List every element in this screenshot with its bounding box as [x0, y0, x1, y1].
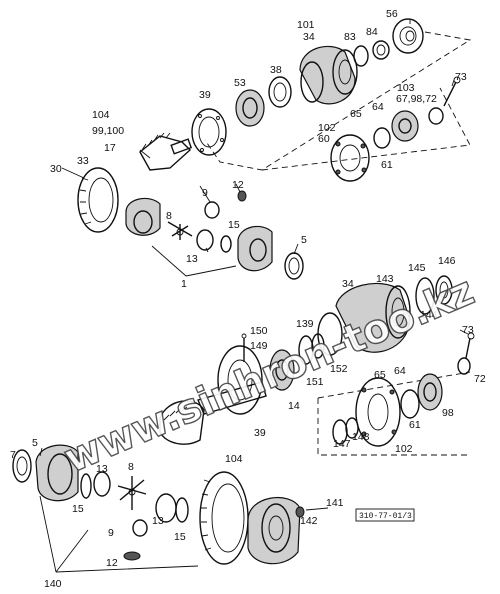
- label-72: 72: [474, 373, 486, 385]
- label-98: 98: [442, 407, 454, 419]
- label-60: 60: [318, 133, 330, 145]
- label-9-bottom: 9: [108, 527, 114, 539]
- label-147: 147: [333, 438, 351, 450]
- label-13-right: 13: [152, 515, 164, 527]
- dashed-boundary-top: [204, 31, 472, 171]
- label-67-98-72: 67,98,72: [396, 93, 437, 105]
- label-7: 7: [10, 449, 16, 461]
- label-56: 56: [386, 8, 398, 20]
- label-15: 15: [228, 219, 240, 231]
- label-143: 143: [376, 273, 394, 285]
- label-34-mid: 34: [342, 278, 354, 290]
- label-34: 34: [303, 31, 315, 43]
- top-gear-assembly: [77, 132, 304, 280]
- label-104: 104: [92, 109, 110, 121]
- label-14: 14: [288, 400, 300, 412]
- drawing-code: 310-77-01/3: [359, 512, 412, 521]
- label-152: 152: [330, 363, 348, 375]
- label-149: 149: [250, 340, 268, 352]
- label-5: 5: [301, 234, 307, 246]
- label-64: 64: [372, 101, 384, 113]
- bottom-differential-assembly: [12, 444, 305, 573]
- label-5-bottom: 5: [32, 437, 38, 449]
- label-144: 144: [420, 309, 438, 321]
- label-61-mid: 61: [409, 419, 421, 431]
- label-84: 84: [366, 26, 378, 38]
- middle-axle-assembly: [159, 275, 475, 447]
- label-8-bottom: 8: [128, 461, 134, 473]
- label-12: 12: [232, 179, 244, 191]
- label-13: 13: [186, 253, 198, 265]
- label-139: 139: [296, 318, 314, 330]
- label-65-mid: 65: [374, 369, 386, 381]
- label-142: 142: [300, 515, 318, 527]
- label-141: 141: [326, 497, 344, 509]
- label-140: 140: [44, 578, 62, 590]
- top-hub-assembly: [191, 18, 461, 182]
- label-39-mid: 39: [254, 427, 266, 439]
- label-146: 146: [438, 255, 456, 267]
- label-99-100: 99,100: [92, 125, 124, 137]
- part-labels: 56 101 34 83 84 53 38 39 73 103 67,98,72…: [10, 8, 486, 590]
- label-102-mid: 102: [395, 443, 413, 455]
- label-103: 103: [397, 82, 415, 94]
- label-65: 65: [350, 108, 362, 120]
- watermark: www.sinhron-too.kz: [58, 268, 481, 482]
- label-145: 145: [408, 262, 426, 274]
- label-151: 151: [306, 376, 324, 388]
- label-104-bottom: 104: [225, 453, 243, 465]
- label-53: 53: [234, 77, 246, 89]
- label-101: 101: [297, 19, 315, 31]
- label-102: 102: [318, 122, 336, 134]
- label-38: 38: [270, 64, 282, 76]
- label-73-mid: 73: [462, 324, 474, 336]
- label-15-right: 15: [174, 531, 186, 543]
- label-39: 39: [199, 89, 211, 101]
- label-83: 83: [344, 31, 356, 43]
- label-8: 8: [166, 210, 172, 222]
- label-64-mid: 64: [394, 365, 406, 377]
- drawing-code-box: 310-77-01/3: [355, 508, 415, 522]
- label-1: 1: [181, 278, 187, 290]
- label-73: 73: [455, 71, 467, 83]
- label-13-bottom: 13: [96, 463, 108, 475]
- label-15-bottom: 15: [72, 503, 84, 515]
- label-12-bottom: 12: [106, 557, 118, 569]
- leader-lines: [39, 20, 469, 511]
- label-150: 150: [250, 325, 268, 337]
- dashed-boundary-middle: [317, 371, 471, 456]
- label-30: 30: [50, 163, 62, 175]
- label-61: 61: [381, 159, 393, 171]
- label-9: 9: [202, 187, 208, 199]
- label-148: 148: [352, 431, 370, 443]
- label-17: 17: [104, 142, 116, 154]
- label-33: 33: [77, 155, 89, 167]
